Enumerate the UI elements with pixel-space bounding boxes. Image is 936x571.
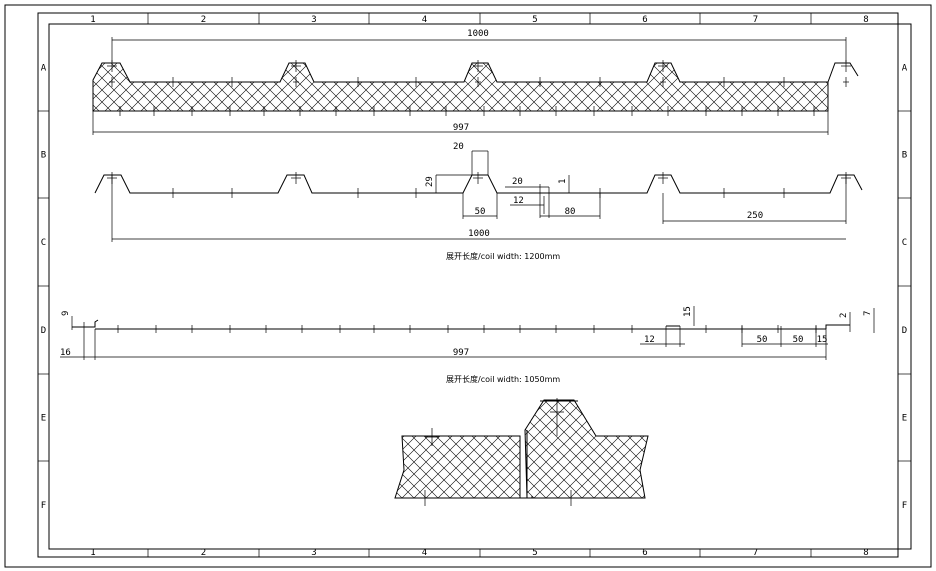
joint-detail-view bbox=[394, 398, 649, 506]
inner-border bbox=[37, 12, 899, 558]
row-label-C: C bbox=[902, 238, 907, 248]
dimension-50b: 50 bbox=[793, 335, 804, 345]
coil-width-caption-2: 展开长度/coil width: 1050mm bbox=[446, 374, 560, 384]
dimension-12: 12 bbox=[513, 196, 524, 206]
top-sheet-profile-view: 20 29 50 20 1 12 80 250 1000 展开长度/coil w… bbox=[94, 142, 863, 261]
row-label-A: A bbox=[41, 64, 47, 74]
right-edge-bend bbox=[825, 324, 850, 329]
dimension-50: 50 bbox=[475, 207, 486, 217]
column-label-5: 5 bbox=[532, 15, 537, 25]
column-label-6: 6 bbox=[642, 548, 647, 558]
dimension-50a: 50 bbox=[757, 335, 768, 345]
fastener-marks bbox=[107, 172, 851, 198]
insulation-core-hatched bbox=[92, 62, 829, 112]
fastener-marks bbox=[418, 398, 578, 506]
dimension-16: 16 bbox=[60, 348, 71, 358]
dimension-20: 20 bbox=[453, 142, 464, 152]
outer-border bbox=[4, 4, 932, 568]
dimension-12: 12 bbox=[644, 335, 655, 345]
column-label-3: 3 bbox=[311, 548, 316, 558]
panel-section-view: 1000 997 bbox=[92, 29, 859, 135]
column-label-3: 3 bbox=[311, 15, 316, 25]
dimension-250: 250 bbox=[747, 211, 763, 221]
column-label-2: 2 bbox=[201, 15, 206, 25]
row-label-C: C bbox=[41, 238, 46, 248]
row-label-D: D bbox=[902, 326, 907, 336]
dimension-1: 1 bbox=[558, 179, 568, 184]
column-label-8: 8 bbox=[863, 15, 868, 25]
end-rib bbox=[827, 62, 859, 83]
row-label-F: F bbox=[41, 501, 46, 511]
joint-seam bbox=[517, 430, 533, 499]
dimension-20b: 20 bbox=[512, 177, 523, 187]
column-label-8: 8 bbox=[863, 548, 868, 558]
column-label-4: 4 bbox=[422, 15, 427, 25]
dimension-997: 997 bbox=[453, 123, 469, 133]
row-label-E: E bbox=[41, 414, 46, 424]
left-panel-core bbox=[394, 435, 521, 499]
dimension-9: 9 bbox=[61, 311, 71, 316]
dimension-80: 80 bbox=[565, 207, 576, 217]
dimension-29: 29 bbox=[425, 176, 435, 187]
row-label-D: D bbox=[41, 326, 46, 336]
row-label-A: A bbox=[902, 64, 908, 74]
column-label-6: 6 bbox=[642, 15, 647, 25]
dimension-1000: 1000 bbox=[467, 29, 489, 39]
column-label-1: 1 bbox=[90, 548, 95, 558]
profile-line bbox=[94, 174, 863, 194]
dimension-2: 2 bbox=[839, 313, 849, 318]
dimension-7: 7 bbox=[863, 311, 873, 316]
bottom-sheet-profile-view: 9 16 997 12 15 50 50 15 2 7 展开长度/coil wi… bbox=[60, 306, 875, 384]
column-label-7: 7 bbox=[753, 15, 758, 25]
dimension-15b: 15 bbox=[817, 335, 828, 345]
column-label-1: 1 bbox=[90, 15, 95, 25]
column-label-5: 5 bbox=[532, 548, 537, 558]
dimension-15: 15 bbox=[683, 306, 693, 317]
left-edge-bend bbox=[72, 319, 99, 328]
column-label-4: 4 bbox=[422, 548, 427, 558]
fastener-marks bbox=[107, 60, 851, 116]
row-label-B: B bbox=[902, 151, 907, 161]
right-panel-core bbox=[524, 399, 649, 499]
dimension-1000: 1000 bbox=[468, 229, 490, 239]
row-label-F: F bbox=[902, 501, 907, 511]
column-label-7: 7 bbox=[753, 548, 758, 558]
row-label-E: E bbox=[902, 414, 907, 424]
row-label-B: B bbox=[41, 151, 46, 161]
coil-width-caption-1: 展开长度/coil width: 1200mm bbox=[446, 251, 560, 261]
dimension-997: 997 bbox=[453, 348, 469, 358]
column-label-2: 2 bbox=[201, 548, 206, 558]
